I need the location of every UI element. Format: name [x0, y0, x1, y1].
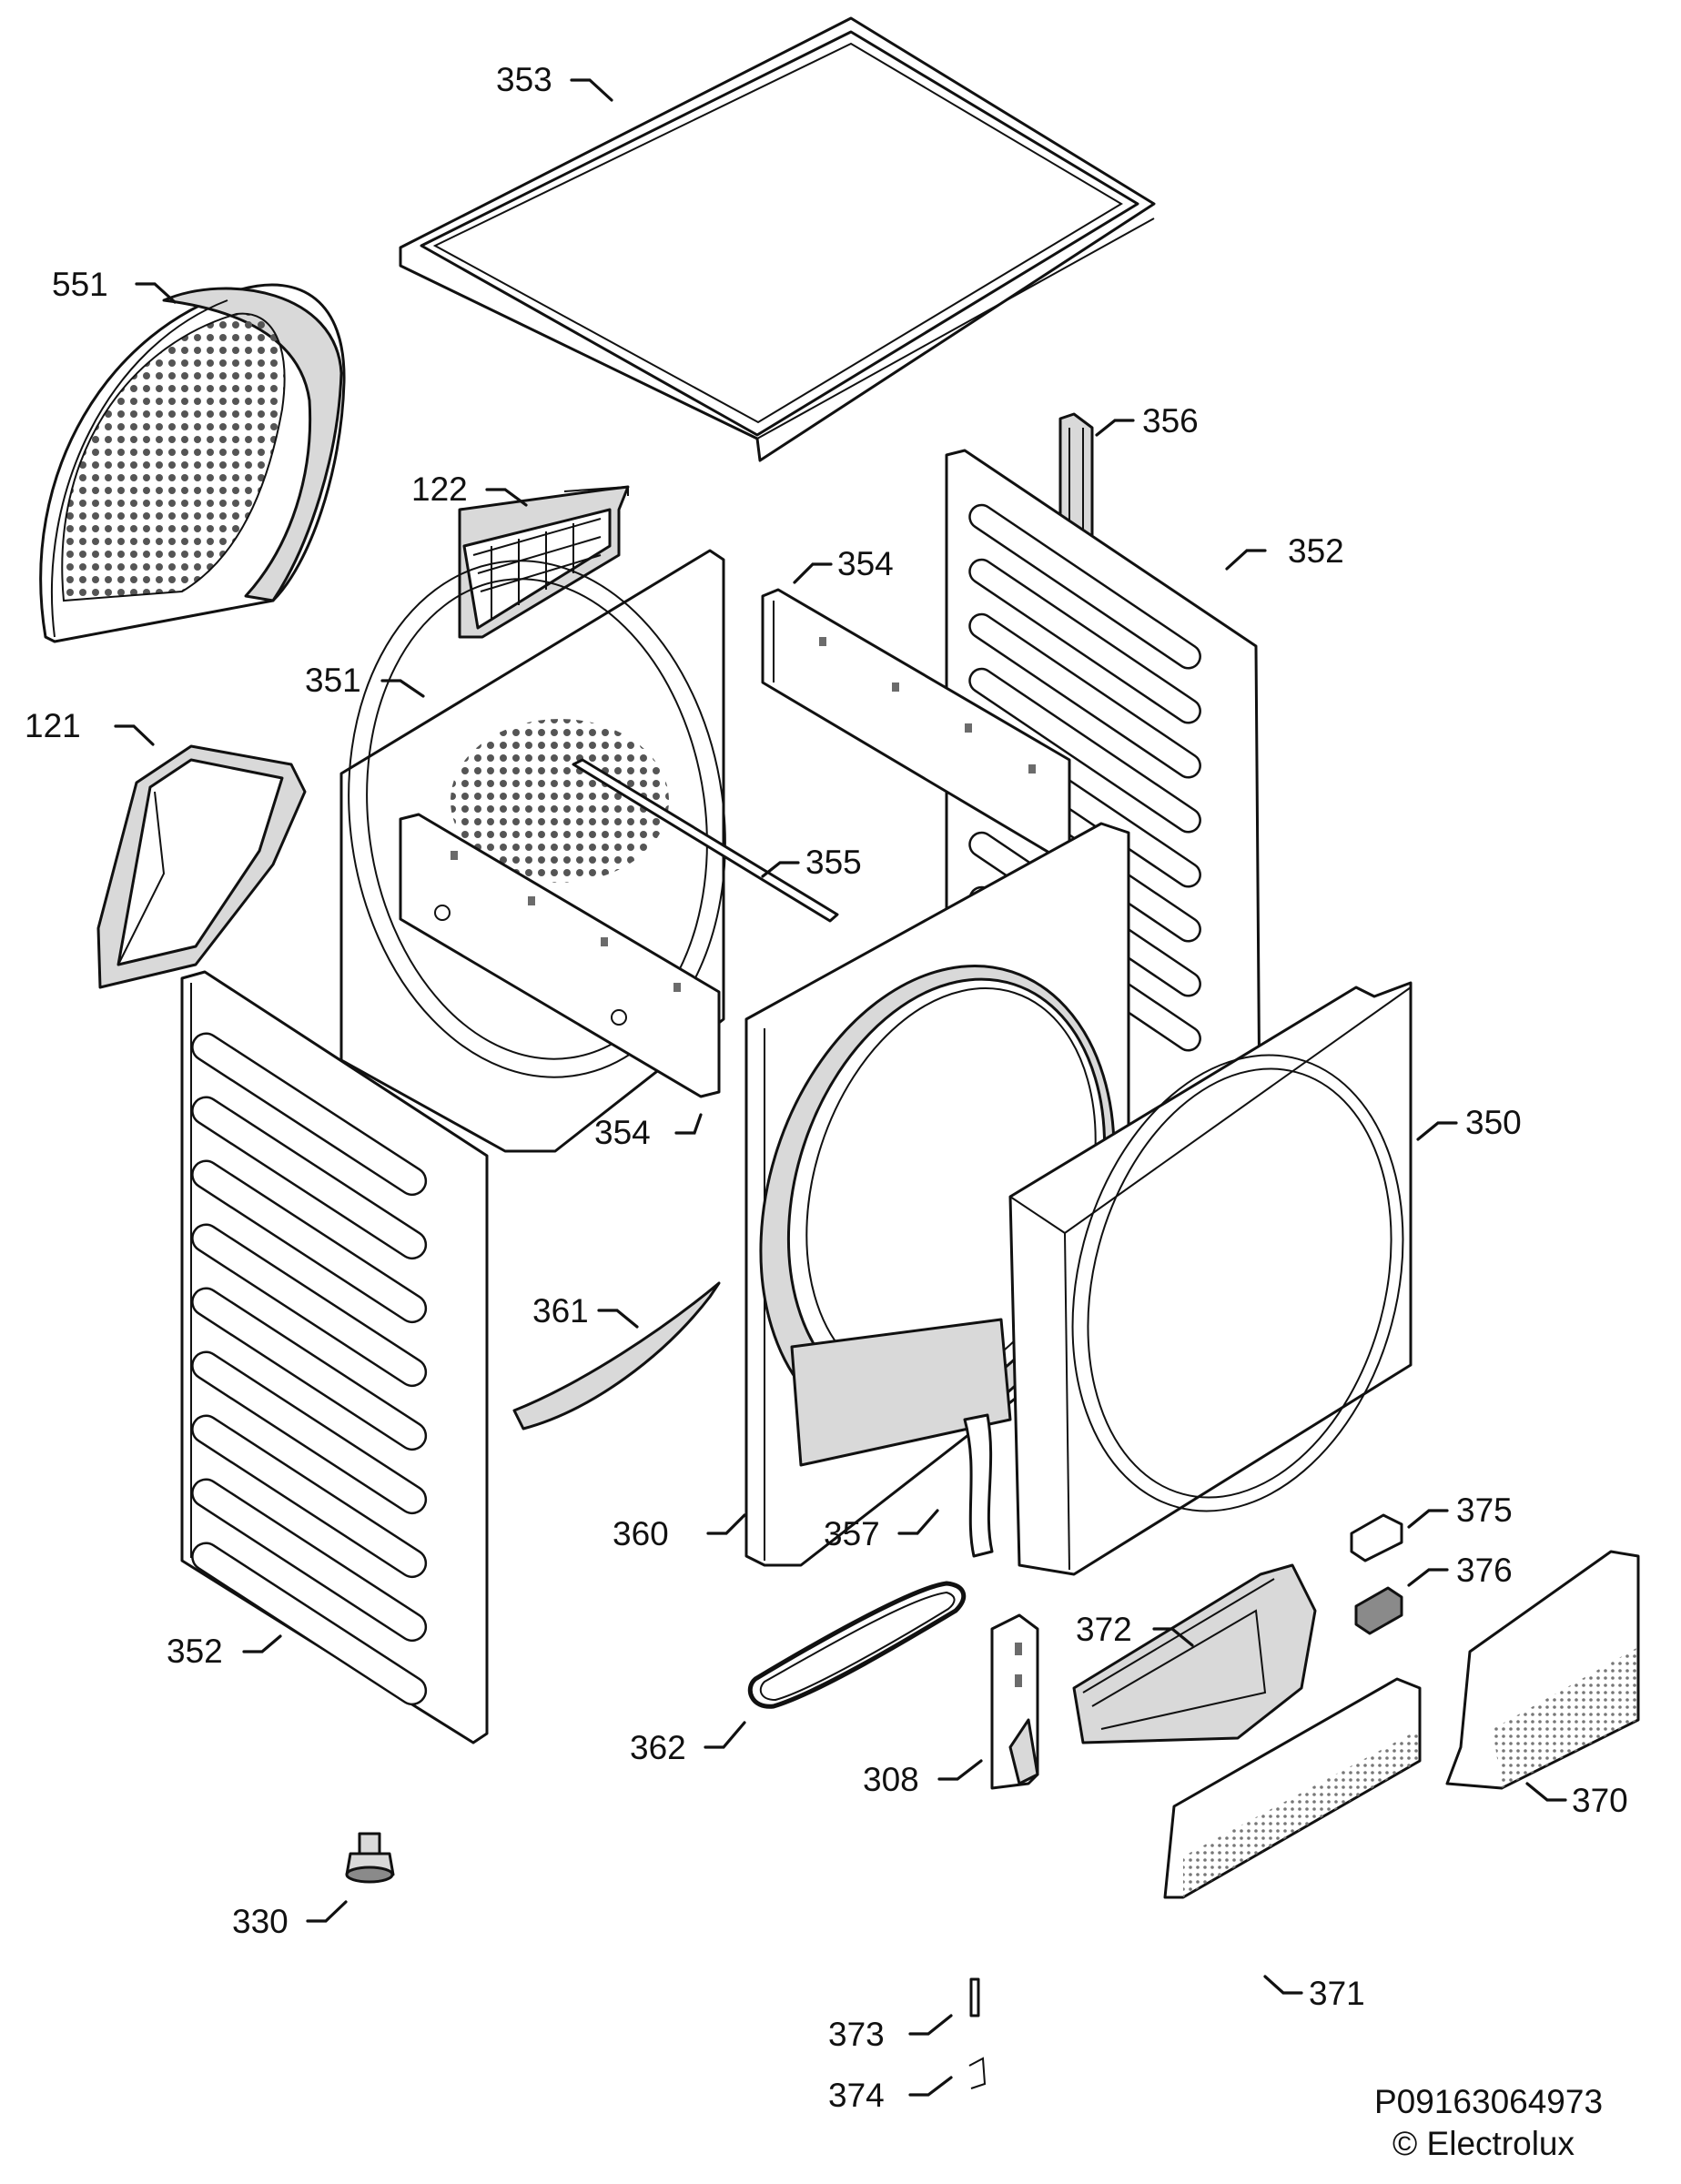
- part-376-switch: [1354, 1586, 1403, 1635]
- label-361: 361: [532, 1292, 589, 1330]
- label-360: 360: [613, 1515, 669, 1552]
- part-357-strip: [963, 1413, 994, 1558]
- label-353: 353: [496, 61, 552, 98]
- diagram-footer: P09163064973 © Electrolux: [1374, 2083, 1603, 2162]
- label-371: 371: [1309, 1975, 1365, 2012]
- label-122: 122: [411, 470, 468, 508]
- label-356: 356: [1142, 402, 1199, 440]
- label-350: 350: [1465, 1104, 1522, 1141]
- label-374: 374: [828, 2077, 885, 2114]
- label-362: 362: [630, 1729, 686, 1766]
- part-373-pin: [969, 1977, 980, 2017]
- label-551: 551: [52, 266, 108, 303]
- label-352-top: 352: [1288, 532, 1344, 570]
- part-375-switch: [1350, 1513, 1403, 1562]
- label-351: 351: [305, 662, 361, 699]
- diagram-code: P09163064973: [1374, 2083, 1603, 2120]
- part-308-bracket: [990, 1613, 1039, 1790]
- label-308: 308: [863, 1761, 919, 1798]
- part-355-bar: [572, 758, 839, 923]
- part-361-arc-seal: [512, 1281, 721, 1431]
- label-354-top: 354: [837, 545, 894, 582]
- part-350-front-panel: [1008, 981, 1413, 1576]
- part-370-kick-plate: [1445, 1550, 1640, 1790]
- part-labels: 353 551 356 122 352 354 351 121 355 354 …: [25, 61, 1628, 2114]
- part-353-top-cover: [399, 16, 1156, 462]
- label-354-bottom: 354: [594, 1114, 651, 1151]
- part-372-frame: [1072, 1563, 1317, 1744]
- part-371-kick-plate: [1163, 1677, 1422, 1899]
- leader-lines: [114, 78, 1567, 2097]
- label-355: 355: [805, 844, 862, 881]
- copyright-notice: © Electrolux: [1392, 2125, 1575, 2162]
- label-372: 372: [1076, 1611, 1132, 1648]
- part-121-duct: [96, 744, 307, 989]
- label-376: 376: [1456, 1552, 1513, 1589]
- label-373: 373: [828, 2016, 885, 2053]
- part-374-clip: [968, 2057, 987, 2089]
- label-375: 375: [1456, 1491, 1513, 1529]
- part-551-rear-grille-cover: [39, 283, 346, 643]
- part-352-side-panel-left: [180, 970, 489, 1744]
- panel-slots-left: [191, 1032, 428, 1706]
- part-362-gasket: [747, 1581, 967, 1709]
- part-330-foot: [345, 1832, 395, 1884]
- label-370: 370: [1572, 1782, 1628, 1819]
- label-352-bottom: 352: [167, 1633, 223, 1670]
- label-121: 121: [25, 707, 81, 744]
- label-357: 357: [824, 1515, 880, 1552]
- label-330: 330: [232, 1903, 289, 1940]
- part-354-brace-lower: [399, 813, 721, 1098]
